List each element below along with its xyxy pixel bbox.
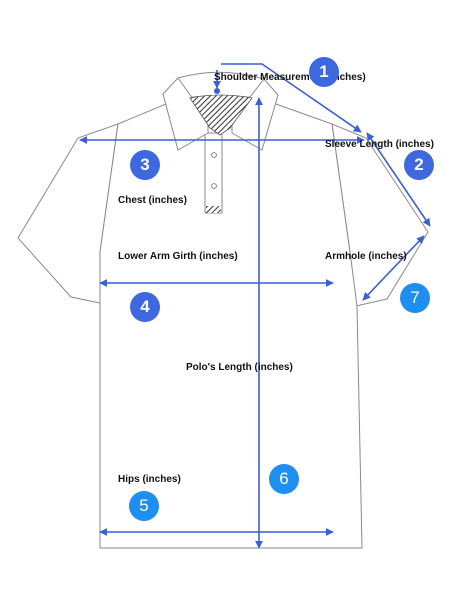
label-hips: Hips (inches) xyxy=(118,474,181,485)
button-bottom xyxy=(211,183,217,189)
badge-1: 1 xyxy=(309,57,339,87)
label-polo-length: Polo's Length (inches) xyxy=(186,362,293,373)
badge-7: 7 xyxy=(400,283,430,313)
label-sleeve: Sleeve Length (inches) xyxy=(325,139,434,150)
placket xyxy=(204,132,223,214)
badge-2: 2 xyxy=(404,150,434,180)
shoulder-point xyxy=(214,88,220,94)
placket-hatch xyxy=(206,206,221,213)
label-lower-arm: Lower Arm Girth (inches) xyxy=(118,251,238,262)
badge-6: 6 xyxy=(269,464,299,494)
shirt-outline xyxy=(17,71,429,549)
label-shoulder: Shoulder Measurement (inches) xyxy=(214,72,366,83)
shoulder-arrow xyxy=(217,63,361,132)
label-armhole: Armhole (inches) xyxy=(325,251,407,262)
badge-4: 4 xyxy=(130,292,160,322)
badge-5: 5 xyxy=(129,491,159,521)
label-chest: Chest (inches) xyxy=(118,195,187,206)
badge-3: 3 xyxy=(130,150,160,180)
sleeve-arrow xyxy=(366,132,431,227)
armhole-arrow xyxy=(362,235,425,301)
button-top xyxy=(211,152,217,158)
